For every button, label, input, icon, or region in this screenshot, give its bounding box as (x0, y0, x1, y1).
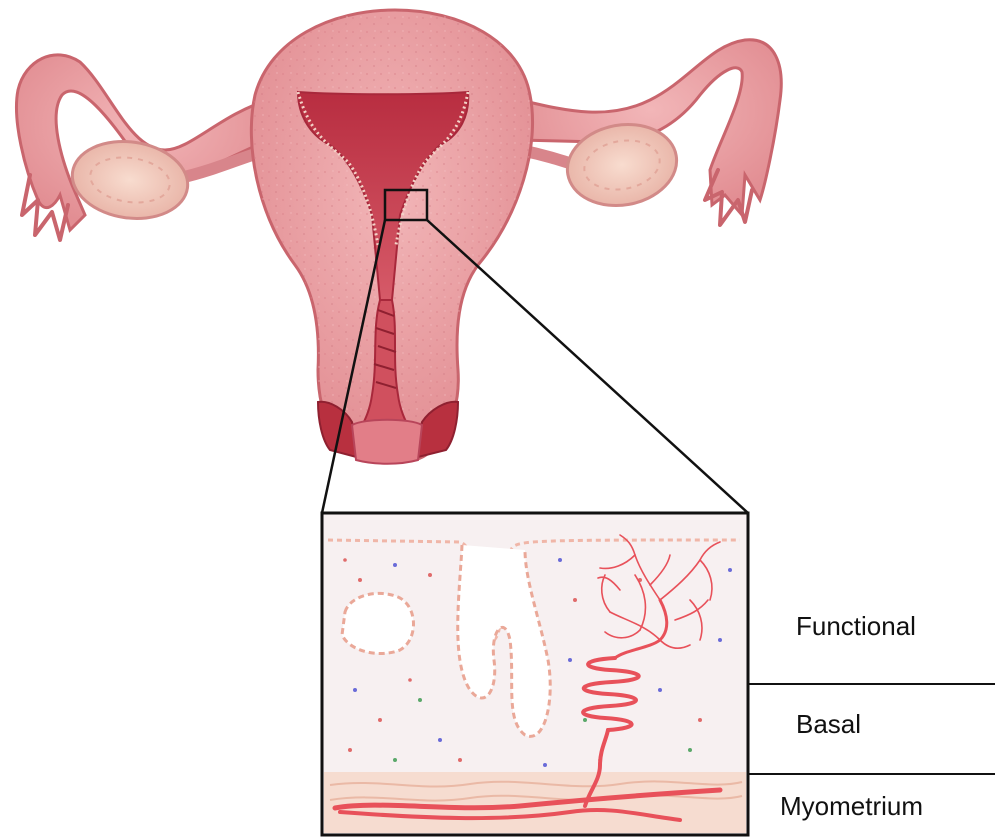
gland-cross-section (342, 593, 414, 653)
uterus-illustration (16, 10, 781, 464)
zoom-line-right (427, 220, 748, 513)
label-functional: Functional (796, 611, 916, 641)
label-basal: Basal (796, 709, 861, 739)
external-os (352, 420, 422, 464)
endometrium-detail (322, 513, 748, 835)
label-myometrium: Myometrium (780, 791, 923, 821)
